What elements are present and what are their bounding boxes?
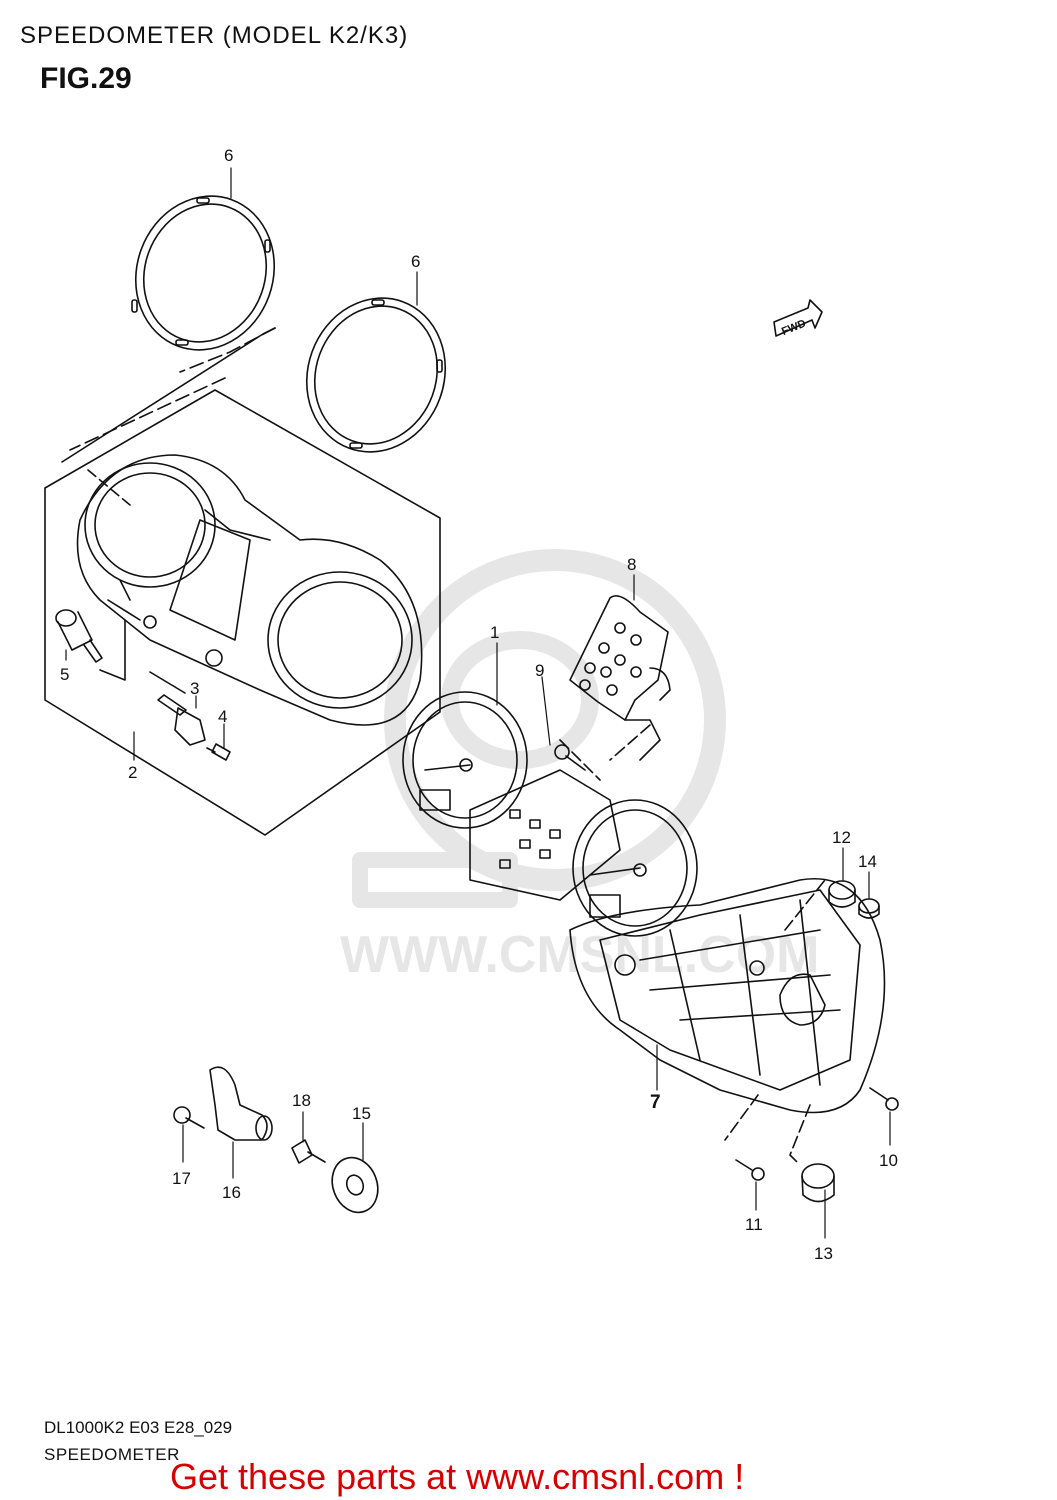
speed-sensor bbox=[209, 1066, 273, 1141]
callout-11: 11 bbox=[745, 1215, 763, 1234]
trim-ring-right bbox=[305, 297, 447, 453]
callout-1: 1 bbox=[490, 623, 499, 642]
rotor-15 bbox=[331, 1156, 379, 1214]
forward-badge: FWD bbox=[773, 299, 823, 338]
socket-assembly bbox=[157, 694, 206, 746]
page-title: SPEEDOMETER (MODEL K2/K3) bbox=[20, 22, 409, 49]
callout-13: 13 bbox=[814, 1244, 833, 1263]
trim-ring-left bbox=[131, 195, 276, 351]
callout-8: 8 bbox=[627, 555, 636, 574]
callout-6b: 6 bbox=[411, 252, 420, 271]
screw-10 bbox=[869, 1087, 899, 1111]
promo-link-text[interactable]: Get these parts at www.cmsnl.com ! bbox=[170, 1456, 745, 1497]
screw-4 bbox=[206, 743, 231, 761]
meter-assembly bbox=[402, 691, 698, 937]
meter-housing bbox=[76, 454, 423, 726]
callout-10: 10 bbox=[879, 1151, 898, 1170]
lower-case bbox=[569, 878, 886, 1114]
bulb-socket bbox=[55, 609, 103, 663]
switch-panel bbox=[569, 595, 671, 761]
figure-label: FIG.29 bbox=[40, 62, 132, 95]
callout-15: 15 bbox=[352, 1104, 371, 1123]
grommet-12 bbox=[828, 880, 856, 908]
callout-14: 14 bbox=[858, 852, 877, 871]
watermark-logo: WWW.CMSNL.COM bbox=[340, 549, 819, 984]
callout-12: 12 bbox=[832, 828, 851, 847]
callout-2: 2 bbox=[128, 763, 137, 782]
diagram-name: SPEEDOMETER bbox=[44, 1445, 180, 1464]
callout-16: 16 bbox=[222, 1183, 241, 1202]
callout-3: 3 bbox=[190, 679, 199, 698]
diagram-code: DL1000K2 E03 E28_029 bbox=[44, 1418, 233, 1437]
housing-outline-box bbox=[44, 389, 441, 836]
callout-18: 18 bbox=[292, 1091, 311, 1110]
bolt-18 bbox=[291, 1139, 326, 1164]
callout-4: 4 bbox=[218, 707, 227, 726]
callout-6a: 6 bbox=[224, 146, 233, 165]
cushion-13 bbox=[801, 1163, 835, 1203]
collar-14 bbox=[858, 898, 880, 919]
callout-labels: 6 6 1 2 3 4 5 8 9 12 14 7 10 11 13 15 16… bbox=[60, 146, 898, 1263]
watermark-text: WWW.CMSNL.COM bbox=[340, 926, 819, 984]
leader-lines bbox=[65, 167, 891, 1239]
callout-5: 5 bbox=[60, 665, 69, 684]
callout-7: 7 bbox=[650, 1092, 661, 1113]
screw-9 bbox=[554, 744, 586, 771]
callout-9: 9 bbox=[535, 661, 544, 680]
bolt-17 bbox=[173, 1106, 205, 1129]
callout-17: 17 bbox=[172, 1169, 191, 1188]
screw-11 bbox=[735, 1159, 765, 1181]
